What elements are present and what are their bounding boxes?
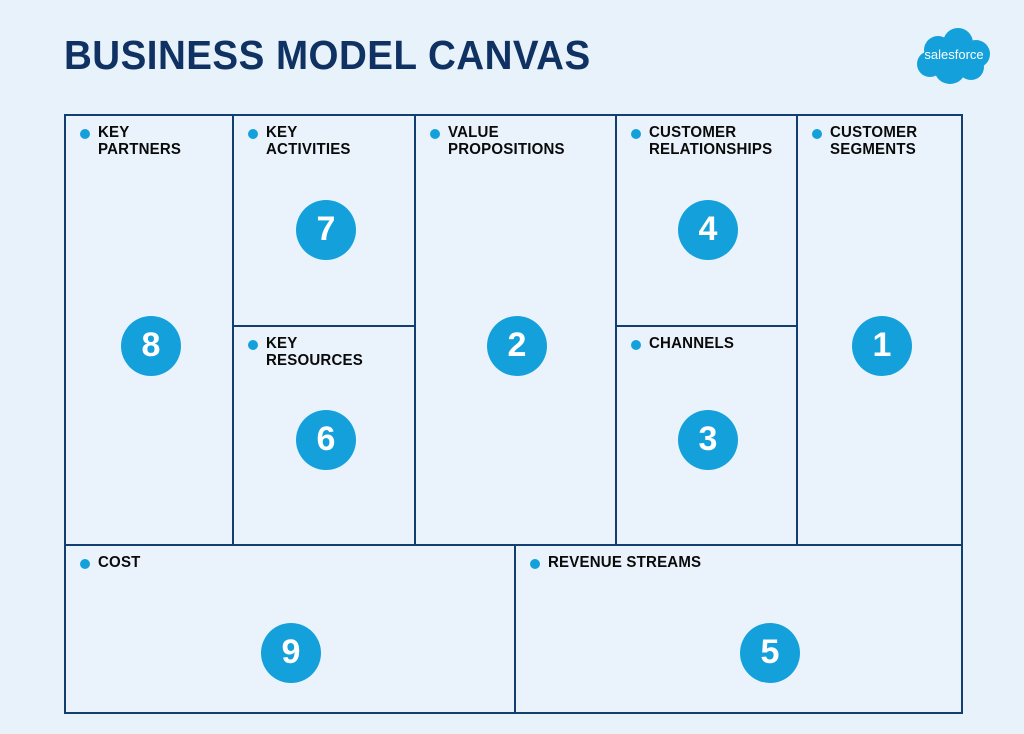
block-header: CUSTOMER RELATIONSHIPS — [631, 124, 776, 159]
step-badge-1: 1 — [852, 316, 912, 376]
block-header: VALUE PROPOSITIONS — [430, 124, 568, 159]
block-title: KEY RESOURCES — [266, 335, 363, 370]
block-title: CHANNELS — [649, 335, 735, 352]
bullet-dot-icon — [80, 559, 90, 569]
block-header: REVENUE STREAMS — [530, 554, 706, 571]
block-value-propositions[interactable]: VALUE PROPOSITIONS 2 — [414, 114, 617, 546]
block-key-activities[interactable]: KEY ACTIVITIES 7 — [232, 114, 416, 327]
business-model-canvas-grid: KEY PARTNERS 8 KEY ACTIVITIES 7 KEY RESO… — [64, 114, 963, 714]
block-title: KEY PARTNERS — [98, 124, 182, 159]
bullet-dot-icon — [430, 129, 440, 139]
step-badge-6: 6 — [296, 410, 356, 470]
block-key-partners[interactable]: KEY PARTNERS 8 — [64, 114, 234, 546]
block-header: KEY PARTNERS — [80, 124, 184, 159]
step-badge-2: 2 — [487, 316, 547, 376]
block-header: COST — [80, 554, 142, 571]
bullet-dot-icon — [812, 129, 822, 139]
block-title: REVENUE STREAMS — [548, 554, 702, 571]
block-revenue-streams[interactable]: REVENUE STREAMS 5 — [514, 544, 963, 714]
bullet-dot-icon — [248, 129, 258, 139]
bullet-dot-icon — [80, 129, 90, 139]
cloud-shape — [917, 28, 990, 84]
bullet-dot-icon — [248, 340, 258, 350]
block-channels[interactable]: CHANNELS 3 — [615, 325, 798, 546]
block-title: VALUE PROPOSITIONS — [448, 124, 565, 159]
salesforce-cloud-logo: salesforce — [908, 28, 1000, 90]
step-badge-8: 8 — [121, 316, 181, 376]
block-header: KEY ACTIVITIES — [248, 124, 353, 159]
block-customer-relationships[interactable]: CUSTOMER RELATIONSHIPS 4 — [615, 114, 798, 327]
step-badge-7: 7 — [296, 200, 356, 260]
block-header: CHANNELS — [631, 335, 737, 352]
block-customer-segments[interactable]: CUSTOMER SEGMENTS 1 — [796, 114, 963, 546]
page-title: BUSINESS MODEL CANVAS — [64, 32, 591, 78]
block-title: CUSTOMER RELATIONSHIPS — [649, 124, 773, 159]
block-title: KEY ACTIVITIES — [266, 124, 351, 159]
block-key-resources[interactable]: KEY RESOURCES 6 — [232, 325, 416, 546]
step-badge-4: 4 — [678, 200, 738, 260]
bullet-dot-icon — [530, 559, 540, 569]
step-badge-5: 5 — [740, 623, 800, 683]
step-badge-9: 9 — [261, 623, 321, 683]
bullet-dot-icon — [631, 129, 641, 139]
salesforce-wordmark: salesforce — [924, 47, 983, 62]
block-title: COST — [98, 554, 141, 571]
block-header: CUSTOMER SEGMENTS — [812, 124, 920, 159]
block-cost[interactable]: COST 9 — [64, 544, 516, 714]
bullet-dot-icon — [631, 340, 641, 350]
block-header: KEY RESOURCES — [248, 335, 366, 370]
block-title: CUSTOMER SEGMENTS — [830, 124, 918, 159]
step-badge-3: 3 — [678, 410, 738, 470]
